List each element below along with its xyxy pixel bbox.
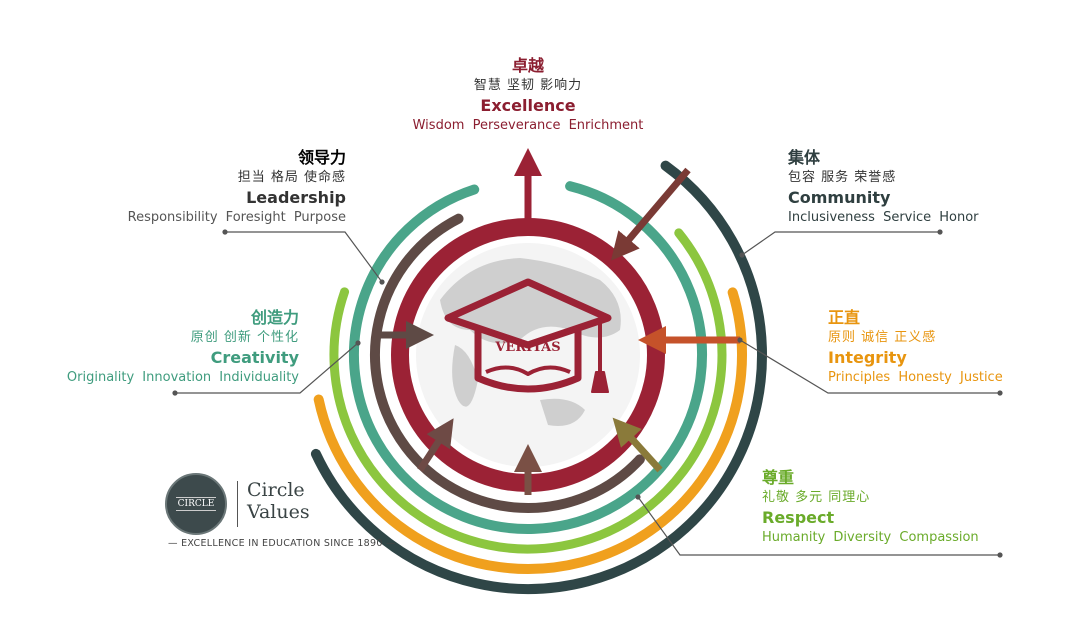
excellence-en-title: Excellence	[480, 96, 576, 115]
connector-dot	[997, 552, 1003, 558]
seal-icon: CIRCLE	[165, 473, 227, 535]
leadership-en-title: Leadership	[246, 188, 346, 207]
connector-dot	[997, 390, 1003, 396]
ring-dark-community	[310, 160, 767, 594]
connector-dot	[222, 229, 228, 235]
connector-dot	[737, 337, 743, 343]
integrity-zh-title: 正直	[828, 308, 861, 327]
leadership-zh-sub: 担当 格局 使命感	[237, 170, 346, 185]
ring-teal-creativity	[349, 181, 707, 534]
ring-green-respect	[329, 228, 727, 554]
value-integrity: 正直 原则 诚信 正义感 Integrity Principles Honest…	[828, 308, 1003, 388]
community-en-title: Community	[788, 188, 891, 207]
community-zh-sub: 包容 服务 荣誉感	[788, 170, 897, 185]
integrity-en-sub: Principles Honesty Justice	[828, 370, 1003, 385]
community-en-sub: Inclusiveness Service Honor	[788, 210, 979, 225]
leadership-en-sub: Responsibility Foresight Purpose	[127, 210, 346, 225]
graduation-cap-icon	[444, 278, 612, 393]
connector-dot	[379, 279, 385, 285]
connector-dot	[355, 340, 361, 346]
leadership-zh-title: 领导力	[297, 148, 346, 167]
logo-divider	[237, 481, 238, 527]
connector-integrity	[739, 339, 1000, 394]
ring-brown-leadership	[370, 213, 645, 513]
arrow-creativity-icon	[417, 418, 454, 472]
logo-name-line1: Circle	[247, 479, 305, 501]
respect-en-sub: Humanity Diversity Compassion	[762, 530, 979, 545]
veritas-label: VERITAS	[494, 340, 560, 355]
respect-zh-title: 尊重	[762, 468, 795, 487]
arrow-respect-icon	[612, 417, 663, 473]
seal-text: CIRCLE	[175, 497, 217, 511]
excellence-en-sub: Wisdom Perseverance Enrichment	[412, 118, 644, 133]
creativity-zh-title: 创造力	[250, 308, 299, 327]
logo-name-line2: Values	[247, 501, 310, 523]
integrity-zh-sub: 原则 诚信 正义感	[828, 330, 937, 345]
globe-background	[416, 243, 640, 467]
value-respect: 尊重 礼敬 多元 同理心 Respect Humanity Diversity …	[762, 468, 979, 548]
connector-dot	[937, 229, 943, 235]
connector-creativity	[175, 342, 359, 394]
ring-orange-integrity	[313, 287, 747, 574]
connector-leadership	[225, 231, 383, 283]
excellence-zh-sub: 智慧 坚韧 影响力	[473, 78, 583, 93]
value-excellence: 卓越 智慧 坚韧 影响力 Excellence Wisdom Persevera…	[388, 56, 668, 136]
creativity-zh-sub: 原创 创新 个性化	[190, 330, 299, 345]
creativity-en-sub: Originality Innovation Individuality	[66, 370, 299, 385]
value-leadership: 领导力 担当 格局 使命感 Leadership Responsibility …	[60, 148, 346, 228]
creativity-en-title: Creativity	[210, 348, 299, 367]
connector-community	[741, 231, 940, 256]
value-creativity: 创造力 原创 创新 个性化 Creativity Originality Inn…	[20, 308, 299, 388]
connector-respect	[637, 496, 1000, 556]
logo-name: Circle Values	[247, 479, 310, 523]
connector-dot	[635, 494, 641, 500]
respect-zh-sub: 礼敬 多元 同理心	[762, 490, 871, 505]
logo-tagline: — EXCELLENCE IN EDUCATION SINCE 1890 —	[168, 538, 396, 549]
value-community: 集体 包容 服务 荣誉感 Community Inclusiveness Ser…	[788, 148, 979, 228]
community-zh-title: 集体	[788, 148, 821, 167]
connector-dot	[172, 390, 178, 396]
excellence-zh-title: 卓越	[511, 56, 544, 75]
connector-dot	[739, 252, 745, 258]
respect-en-title: Respect	[762, 508, 835, 527]
integrity-en-title: Integrity	[828, 348, 907, 367]
arrow-community-icon	[610, 167, 691, 261]
